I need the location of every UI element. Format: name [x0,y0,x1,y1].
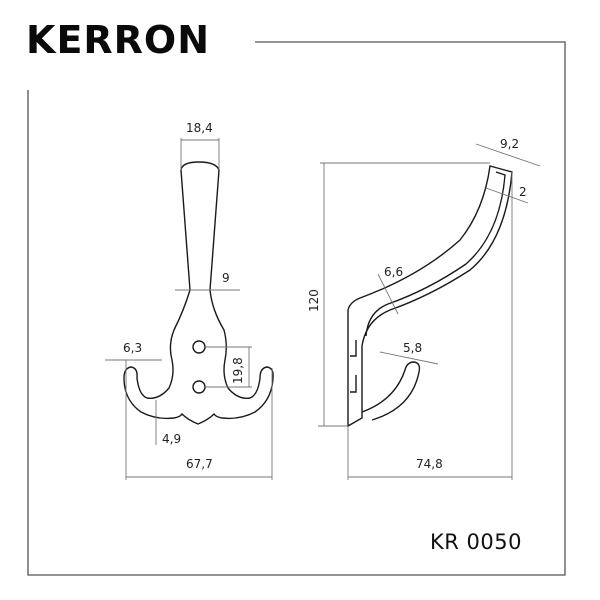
dim-tip-width: 6,3 [123,341,142,355]
front-view-hook [123,161,274,425]
dim-top-width: 18,4 [186,121,213,135]
dim-overall-width: 67,7 [186,457,213,471]
dim-arm-thickness: 4,9 [162,432,181,446]
dim-top-thickness: 9,2 [500,137,519,151]
dim-neck-width: 9 [222,271,230,285]
dim-mid-thickness: 6,6 [384,265,403,279]
model-code: KR 0050 [430,530,522,554]
dim-depth: 74,8 [416,457,443,471]
side-view-dimensions [318,143,541,480]
frame [27,41,566,576]
brand-logo: KERRON [26,18,211,62]
front-view-dimensions [105,138,273,480]
dim-hole-spacing: 19,8 [231,357,245,384]
dim-lower-tip: 5,8 [403,341,422,355]
side-view-hook [347,165,513,428]
dim-wall: 2 [519,185,527,199]
dim-height: 120 [307,289,321,312]
